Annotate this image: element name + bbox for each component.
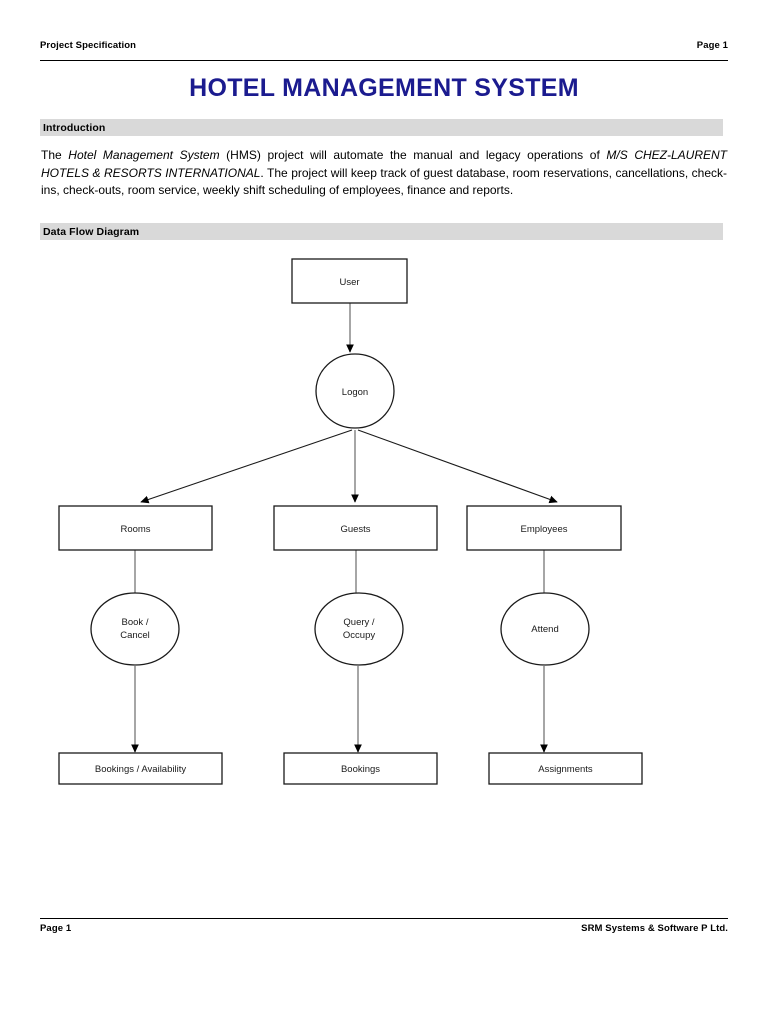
diagram-node-logon-label: Logon [342, 387, 368, 398]
diagram-node-rooms-label: Rooms [120, 524, 150, 535]
diagram-node-book-cancel-label-line1: Book / [122, 617, 149, 628]
diagram-node-bookings-availability-label: Bookings / Availability [95, 764, 186, 775]
footer-page-number: Page 1 [40, 923, 72, 934]
intro-text-part1: The [41, 148, 69, 162]
header-left-text: Project Specification [40, 40, 137, 51]
page-running-header: Project Specification Page 1 [40, 40, 728, 61]
header-page-number: Page 1 [696, 40, 728, 51]
section-heading-introduction: Introduction [40, 119, 723, 136]
diagram-node-bookings-label: Bookings [341, 764, 380, 775]
diagram-node-bookings[interactable]: Bookings [283, 752, 438, 785]
diagram-node-rooms[interactable]: Rooms [58, 505, 213, 551]
diagram-node-user-label: User [339, 277, 359, 288]
diagram-node-employees[interactable]: Employees [466, 505, 622, 551]
section-heading-dfd-label: Data Flow Diagram [43, 225, 140, 238]
footer-company-name: SRM Systems & Software P Ltd. [581, 923, 728, 934]
diagram-node-bookings-availability[interactable]: Bookings / Availability [58, 752, 223, 785]
diagram-node-query-occupy-label-line2: Occupy [343, 630, 375, 641]
intro-text-part3: . The project will keep track of guest d… [41, 165, 728, 198]
introduction-paragraph: The Hotel Management System (HMS) projec… [41, 147, 727, 200]
intro-text-part2: (HMS) project will automate the manual a… [219, 148, 607, 162]
diagram-node-attend[interactable]: Attend [500, 592, 590, 666]
diagram-node-assignments-label: Assignments [538, 764, 593, 775]
connector-logon-to-employees [357, 429, 558, 504]
diagram-node-query-occupy-label-line1: Query / [343, 617, 375, 628]
data-flow-diagram: User Logon Rooms Guests Employees [0, 240, 768, 810]
diagram-node-user[interactable]: User [291, 258, 408, 304]
diagram-node-book-cancel-label-line2: Cancel [120, 630, 150, 641]
diagram-node-query-occupy[interactable]: Query / Occupy [314, 592, 404, 666]
diagram-node-guests-label: Guests [340, 524, 370, 535]
document-title: HOTEL MANAGEMENT SYSTEM [189, 74, 579, 102]
section-heading-data-flow-diagram: Data Flow Diagram [40, 223, 723, 240]
section-heading-introduction-label: Introduction [43, 121, 106, 134]
intro-emphasis-hms: Hotel Management System [68, 148, 220, 162]
diagram-node-guests[interactable]: Guests [273, 505, 438, 551]
diagram-node-logon[interactable]: Logon [315, 353, 395, 429]
diagram-node-assignments[interactable]: Assignments [488, 752, 643, 785]
diagram-node-book-cancel[interactable]: Book / Cancel [90, 592, 180, 666]
intro-emphasis-company: M/S CHEZ-LAURENT HOTELS & RESORTS INTERN… [41, 148, 728, 180]
page-running-footer: Page 1 SRM Systems & Software P Ltd. [40, 918, 728, 934]
diagram-node-attend-label: Attend [531, 624, 558, 635]
connector-logon-to-rooms [140, 429, 353, 504]
diagram-node-employees-label: Employees [521, 524, 568, 535]
